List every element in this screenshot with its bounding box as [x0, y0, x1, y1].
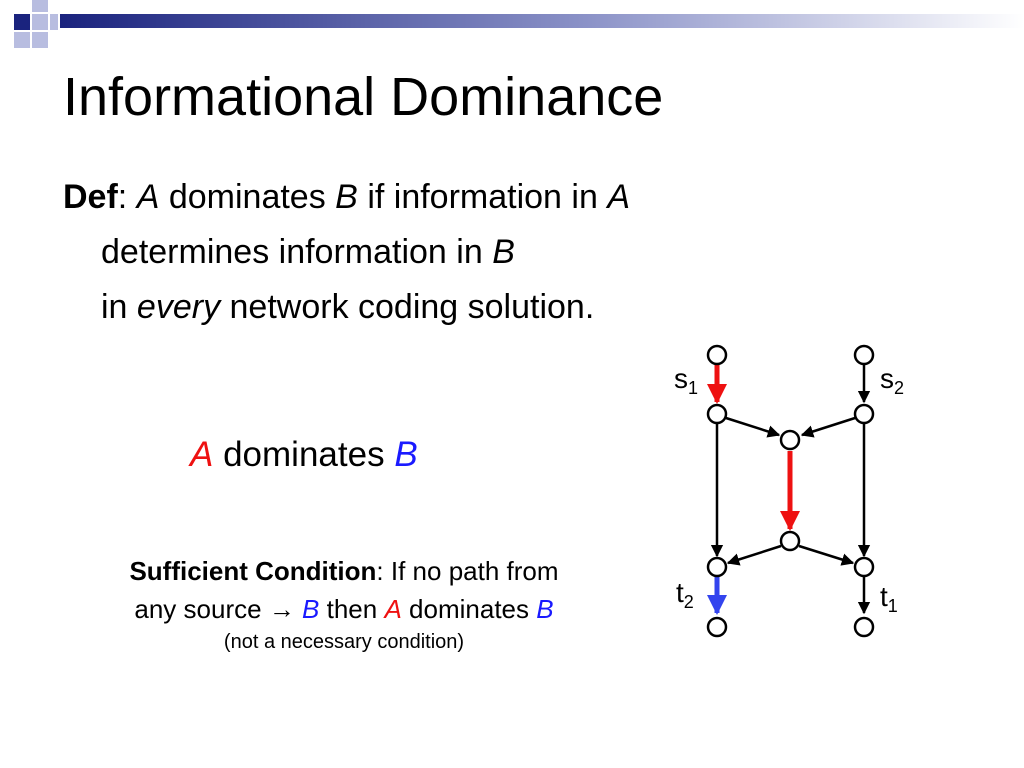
decoration-square: [32, 14, 48, 30]
definition-line-2: determines information in B: [101, 233, 515, 271]
node-middle-bottom: [779, 530, 801, 552]
node-middle-top: [779, 429, 801, 451]
label-t2: t2: [676, 577, 694, 612]
node-t1: [853, 616, 875, 638]
dominance-statement: A dominates B: [190, 435, 418, 474]
def-label: Def: [63, 178, 118, 216]
decoration-square: [14, 14, 30, 30]
label-t1: t1: [880, 581, 898, 616]
definition-line-3: in every network coding solution.: [101, 288, 595, 326]
sufficient-note: (not a necessary condition): [223, 631, 465, 653]
definition-line-1: Def: A dominates B if information in A: [63, 178, 630, 216]
node-s1: [706, 344, 728, 366]
sufficient-label: Sufficient Condition: [129, 556, 377, 586]
edge-left-top-middle: [725, 416, 781, 438]
node-left-top: [706, 403, 728, 425]
label-s2: s2: [880, 363, 904, 398]
node-s2: [853, 344, 875, 366]
node-right-bottom: [853, 556, 875, 578]
statement-B: B: [394, 435, 418, 474]
network-diagram: s1 s2 t2 t1: [674, 344, 904, 638]
def-B: B: [335, 178, 358, 216]
slide-decoration: [14, 0, 1024, 48]
edge-right-top-middle: [800, 416, 856, 438]
decoration-square: [14, 32, 30, 48]
edge-middle-left: [726, 544, 782, 566]
node-left-bottom: [706, 556, 728, 578]
decoration-square: [50, 14, 58, 30]
sufficient-condition: Sufficient Condition: If no path from an…: [42, 552, 646, 656]
decoration-square: [32, 32, 48, 48]
definition-block: Def: A dominates B if information in A d…: [63, 170, 630, 335]
arrow-icon: →: [268, 594, 295, 624]
decoration-square: [32, 0, 48, 12]
def-A: A: [136, 178, 160, 216]
label-s1: s1: [674, 363, 698, 398]
decoration-bar: [60, 14, 1024, 28]
node-t2: [706, 616, 728, 638]
statement-A: A: [190, 435, 214, 474]
edge-middle-right: [798, 544, 855, 566]
slide-title: Informational Dominance: [63, 67, 664, 127]
node-right-top: [853, 403, 875, 425]
